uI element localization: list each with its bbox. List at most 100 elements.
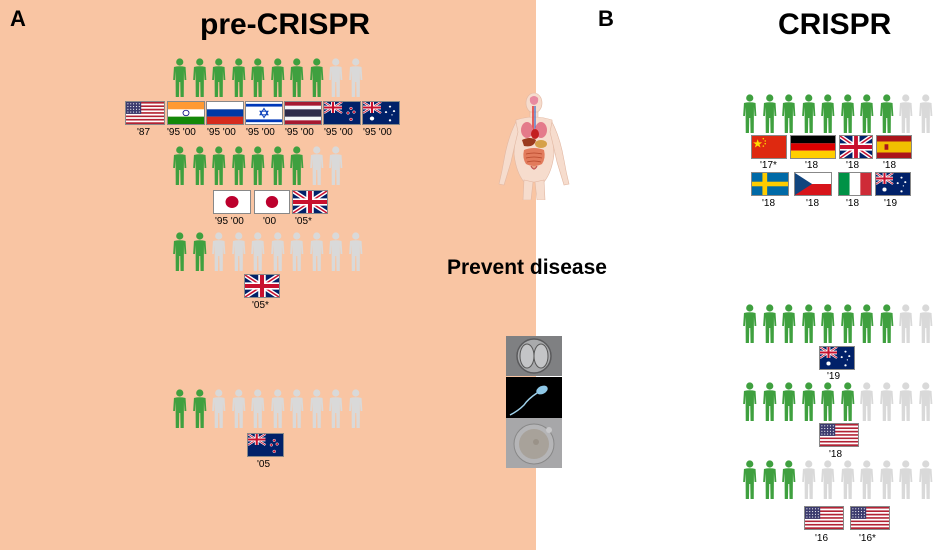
human-body-organs-icon (496, 92, 572, 201)
person-icon-grey (918, 460, 932, 499)
person-icon-grey (840, 460, 854, 499)
flag-year: '95 '00 (167, 127, 196, 138)
flag-spain (876, 135, 912, 159)
flag-year: '95 '00 (246, 127, 275, 138)
flag-china (751, 135, 787, 159)
person-icon-green (821, 94, 835, 133)
person-icon-grey (329, 389, 343, 428)
flag-year: '95 '00 (363, 127, 392, 138)
flag-australia (362, 101, 400, 125)
person-icon-green (212, 58, 226, 97)
flag-year: '18 (846, 160, 860, 171)
flag-usa (804, 506, 844, 530)
person-icon-green (840, 94, 854, 133)
person-icon-green (212, 146, 226, 185)
person-icon-green (801, 94, 815, 133)
flag-sweden (751, 172, 789, 196)
person-icon-green (251, 146, 265, 185)
person-icon-green (743, 460, 757, 499)
person-icon-grey (329, 232, 343, 271)
person-icon-green (173, 146, 187, 185)
flag-year: '00 (263, 216, 277, 227)
flag-uk (839, 135, 873, 159)
person-icon-green (821, 382, 835, 421)
person-icon-green (782, 460, 796, 499)
person-icon-grey (231, 389, 245, 428)
person-icon-grey (860, 460, 874, 499)
people-row (170, 232, 365, 272)
person-icon-grey (899, 94, 913, 133)
person-icon-grey (212, 232, 226, 271)
flag-russia (206, 101, 244, 125)
person-icon-green (270, 58, 284, 97)
flag-year: '19 (884, 198, 898, 209)
flag-year: '87 (137, 127, 151, 138)
people-row (740, 304, 935, 344)
flag-australia (819, 346, 855, 370)
person-icon-green (231, 146, 245, 185)
flag-year: '16* (859, 533, 876, 544)
person-icon-grey (918, 304, 932, 343)
people-row (740, 94, 935, 134)
person-icon-grey (309, 146, 323, 185)
person-icon-green (290, 146, 304, 185)
flag-year: '18 (762, 198, 776, 209)
person-icon-green (879, 304, 893, 343)
person-icon-green (743, 94, 757, 133)
prevent-disease-label: Prevent disease (447, 256, 607, 279)
flag-uk (244, 274, 280, 298)
person-icon-green (309, 58, 323, 97)
flag-new-zealand (247, 433, 284, 457)
flag-japan (254, 190, 290, 214)
flag-year: '18 (883, 160, 897, 171)
person-icon-green (192, 389, 206, 428)
person-icon-grey (899, 304, 913, 343)
person-icon-grey (348, 389, 362, 428)
flag-year: '18 (829, 449, 843, 460)
person-icon-green (840, 382, 854, 421)
panel-b-label: B (598, 6, 614, 31)
person-icon-grey (251, 389, 265, 428)
person-icon-green (840, 304, 854, 343)
person-icon-green (290, 58, 304, 97)
person-icon-grey (309, 389, 323, 428)
flag-usa (850, 506, 890, 530)
flag-year: '19 (827, 371, 841, 382)
flag-year: '18 (805, 160, 819, 171)
person-icon-grey (860, 382, 874, 421)
person-icon-grey (212, 389, 226, 428)
person-icon-green (173, 58, 187, 97)
person-icon-grey (879, 382, 893, 421)
person-icon-grey (329, 146, 343, 185)
flag-year: '18 (806, 198, 820, 209)
person-icon-green (782, 94, 796, 133)
flag-thailand (284, 101, 322, 125)
people-row (740, 382, 935, 422)
person-icon-grey (821, 460, 835, 499)
person-icon-grey (270, 232, 284, 271)
person-icon-grey (309, 232, 323, 271)
person-icon-grey (290, 389, 304, 428)
person-icon-green (860, 94, 874, 133)
person-icon-green (879, 94, 893, 133)
person-icon-green (801, 304, 815, 343)
embryo-photo (506, 336, 562, 376)
flag-uk (292, 190, 328, 214)
person-icon-green (801, 382, 815, 421)
flag-india (167, 101, 205, 125)
person-icon-grey (879, 460, 893, 499)
person-icon-green (762, 382, 776, 421)
person-icon-grey (899, 460, 913, 499)
person-icon-green (782, 304, 796, 343)
person-icon-green (860, 304, 874, 343)
flag-italy (838, 172, 872, 196)
flag-year: '05 (257, 459, 271, 470)
flag-year: '18 (846, 198, 860, 209)
flag-new-zealand (323, 101, 361, 125)
person-icon-grey (231, 232, 245, 271)
flag-year: '95 '00 (215, 216, 244, 227)
flag-germany (790, 135, 836, 159)
flag-usa (819, 423, 859, 447)
person-icon-grey (348, 58, 362, 97)
flag-japan (213, 190, 251, 214)
